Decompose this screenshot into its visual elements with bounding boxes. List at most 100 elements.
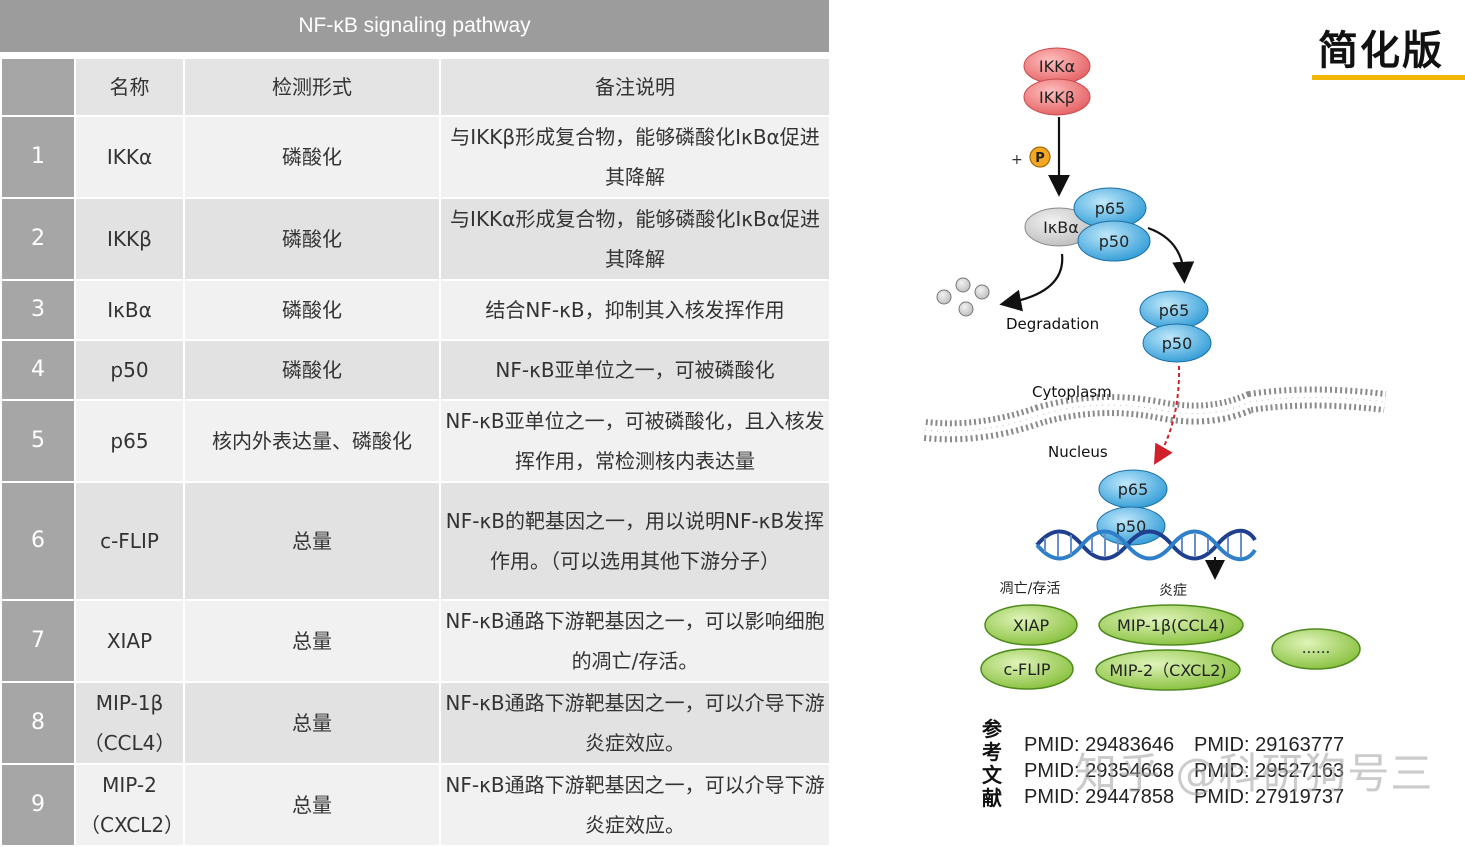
row-detection-form: 总量	[183, 681, 441, 765]
table-row: 7 XIAP 总量 NF-κB通路下游靶基因之一，可以影响细胞的凋亡/存活。	[0, 599, 831, 683]
table-header-row: 名称 检测形式 备注说明	[0, 57, 831, 117]
references-column-2: PMID: 29163777 PMID: 29527163 PMID: 2791…	[1194, 732, 1344, 810]
row-note: NF-κB通路下游靶基因之一，可以介导下游炎症效应。	[439, 681, 831, 765]
inflammation-group-label: 炎症	[1159, 583, 1187, 599]
row-name: p50	[74, 339, 185, 401]
table-row: 4 p50 磷酸化 NF-κB亚单位之一，可被磷酸化	[0, 339, 831, 401]
row-detection-form-text: 磷酸化	[282, 358, 342, 382]
row-name: MIP-2（CXCL2）	[74, 763, 185, 847]
header-cell-form: 检测形式	[183, 57, 441, 117]
cflip-label: c-FLIP	[1003, 660, 1050, 679]
free-nfkb: p65 p50	[1139, 290, 1212, 363]
simplified-heading: 简化版	[1318, 28, 1444, 74]
target-genes: XIAP c-FLIP MIP-1β(CCL4) MIP-2（CXCL2) ..…	[980, 604, 1361, 691]
degradation-label: Degradation	[1006, 315, 1099, 333]
row-detection-form-text: 总量	[292, 629, 332, 653]
ikba-label: IκBα	[1043, 218, 1079, 237]
row-number: 3	[0, 279, 76, 341]
row-name: XIAP	[74, 599, 185, 683]
row-name-text: p65	[110, 429, 149, 453]
p65-label-3: p65	[1118, 480, 1149, 499]
reference-item: PMID: 29163777	[1194, 734, 1345, 756]
references-label: 参考文献	[982, 717, 1002, 810]
dna-icon	[1035, 528, 1257, 562]
row-note: NF-κB通路下游靶基因之一，可以影响细胞的凋亡/存活。	[439, 599, 831, 683]
row-note-text: NF-κB的靶基因之一，用以说明NF-κB发挥作用。（可以选用其他下游分子）	[445, 509, 825, 573]
degraded-fragments	[936, 277, 990, 317]
header-cell-note-text: 备注说明	[595, 75, 675, 99]
row-number-text: 8	[31, 710, 45, 735]
row-note: 与IKKβ形成复合物，能够磷酸化IκBα促进其降解	[439, 115, 831, 199]
mip2-label: MIP-2（CXCL2)	[1109, 661, 1226, 680]
row-detection-form: 核内外表达量、磷酸化	[183, 399, 441, 483]
row-number: 6	[0, 481, 76, 601]
row-name-text: p50	[110, 358, 149, 382]
watermark: 知乎 @科研狗号三	[1075, 749, 1434, 798]
p65-label-1: p65	[1095, 199, 1126, 218]
row-note: 结合NF-κB，抑制其入核发挥作用	[439, 279, 831, 341]
row-name: c-FLIP	[74, 481, 185, 601]
reference-item: PMID: 29527163	[1194, 760, 1345, 782]
reference-item: PMID: 29483646	[1024, 734, 1175, 756]
row-number: 9	[0, 763, 76, 847]
row-number: 8	[0, 681, 76, 765]
row-detection-form: 总量	[183, 763, 441, 847]
header-cell-name-text: 名称	[109, 75, 150, 99]
row-note-text: NF-κB通路下游靶基因之一，可以介导下游炎症效应。	[445, 773, 825, 837]
row-detection-form: 磷酸化	[183, 339, 441, 401]
row-name-text: MIP-1β（CCL4）	[83, 691, 176, 755]
row-name: IKKα	[74, 115, 185, 199]
row-detection-form: 磷酸化	[183, 115, 441, 199]
pathway-diagram: IKKα IKKβ + P IκBα p65 p50 Degradation p…	[923, 47, 1387, 691]
row-note: NF-κB亚单位之一，可被磷酸化	[439, 339, 831, 401]
heading-underline	[1312, 75, 1465, 80]
mip1b-label: MIP-1β(CCL4)	[1117, 616, 1225, 635]
row-number-text: 4	[31, 357, 45, 382]
header-cell-index	[0, 57, 76, 117]
phosphate-label: P	[1035, 151, 1045, 166]
row-note-text: 与IKKβ形成复合物，能够磷酸化IκBα促进其降解	[450, 125, 820, 189]
header-cell-form-text: 检测形式	[272, 75, 352, 99]
row-number: 4	[0, 339, 76, 401]
row-detection-form: 总量	[183, 481, 441, 601]
references-column-1: PMID: 29483646 PMID: 29354668 PMID: 2944…	[1024, 732, 1174, 810]
table-row: 9 MIP-2（CXCL2） 总量 NF-κB通路下游靶基因之一，可以介导下游炎症效应…	[0, 763, 831, 847]
row-number-text: 5	[31, 428, 45, 453]
header-cell-name: 名称	[74, 57, 185, 117]
row-detection-form-text: 磷酸化	[282, 227, 342, 251]
row-name-text: IKKβ	[107, 227, 152, 251]
row-number-text: 3	[31, 297, 45, 322]
table-row: 5 p65 核内外表达量、磷酸化 NF-κB亚单位之一，可被磷酸化，且入核发挥作用，常…	[0, 399, 831, 483]
row-note-text: NF-κB通路下游靶基因之一，可以影响细胞的凋亡/存活。	[445, 609, 825, 673]
table-title: NF-κB signaling pathway	[0, 0, 829, 52]
row-detection-form-text: 总量	[292, 793, 332, 817]
xiap-label: XIAP	[1013, 616, 1050, 635]
reference-item: PMID: 27919737	[1194, 786, 1345, 808]
plus-sign: +	[1011, 152, 1023, 168]
row-number-text: 7	[31, 628, 45, 653]
cytoplasm-label: Cytoplasm	[1032, 383, 1112, 401]
row-number: 1	[0, 115, 76, 199]
row-number-text: 9	[31, 792, 45, 817]
row-name-text: XIAP	[106, 629, 153, 653]
row-note-text: NF-κB亚单位之一，可被磷酸化，且入核发挥作用，常检测核内表达量	[445, 409, 825, 473]
nuclear-translocation-arrow	[1153, 365, 1181, 465]
release-arrow	[1147, 226, 1195, 284]
p50-label-3: p50	[1116, 517, 1147, 536]
p50-label-1: p50	[1099, 232, 1130, 251]
row-number: 2	[0, 197, 76, 281]
nucleus-label: Nucleus	[1048, 443, 1108, 461]
row-number-text: 6	[31, 528, 45, 553]
row-detection-form-text: 磷酸化	[282, 298, 342, 322]
row-note-text: 结合NF-κB，抑制其入核发挥作用	[485, 298, 785, 322]
row-detection-form-text: 核内外表达量、磷酸化	[212, 429, 412, 453]
row-name: p65	[74, 399, 185, 483]
ikkb-label: IKKβ	[1039, 88, 1075, 107]
row-name-text: c-FLIP	[100, 529, 159, 553]
row-note: 与IKKα形成复合物，能够磷酸化IκBα促进其降解	[439, 197, 831, 281]
row-detection-form: 磷酸化	[183, 197, 441, 281]
